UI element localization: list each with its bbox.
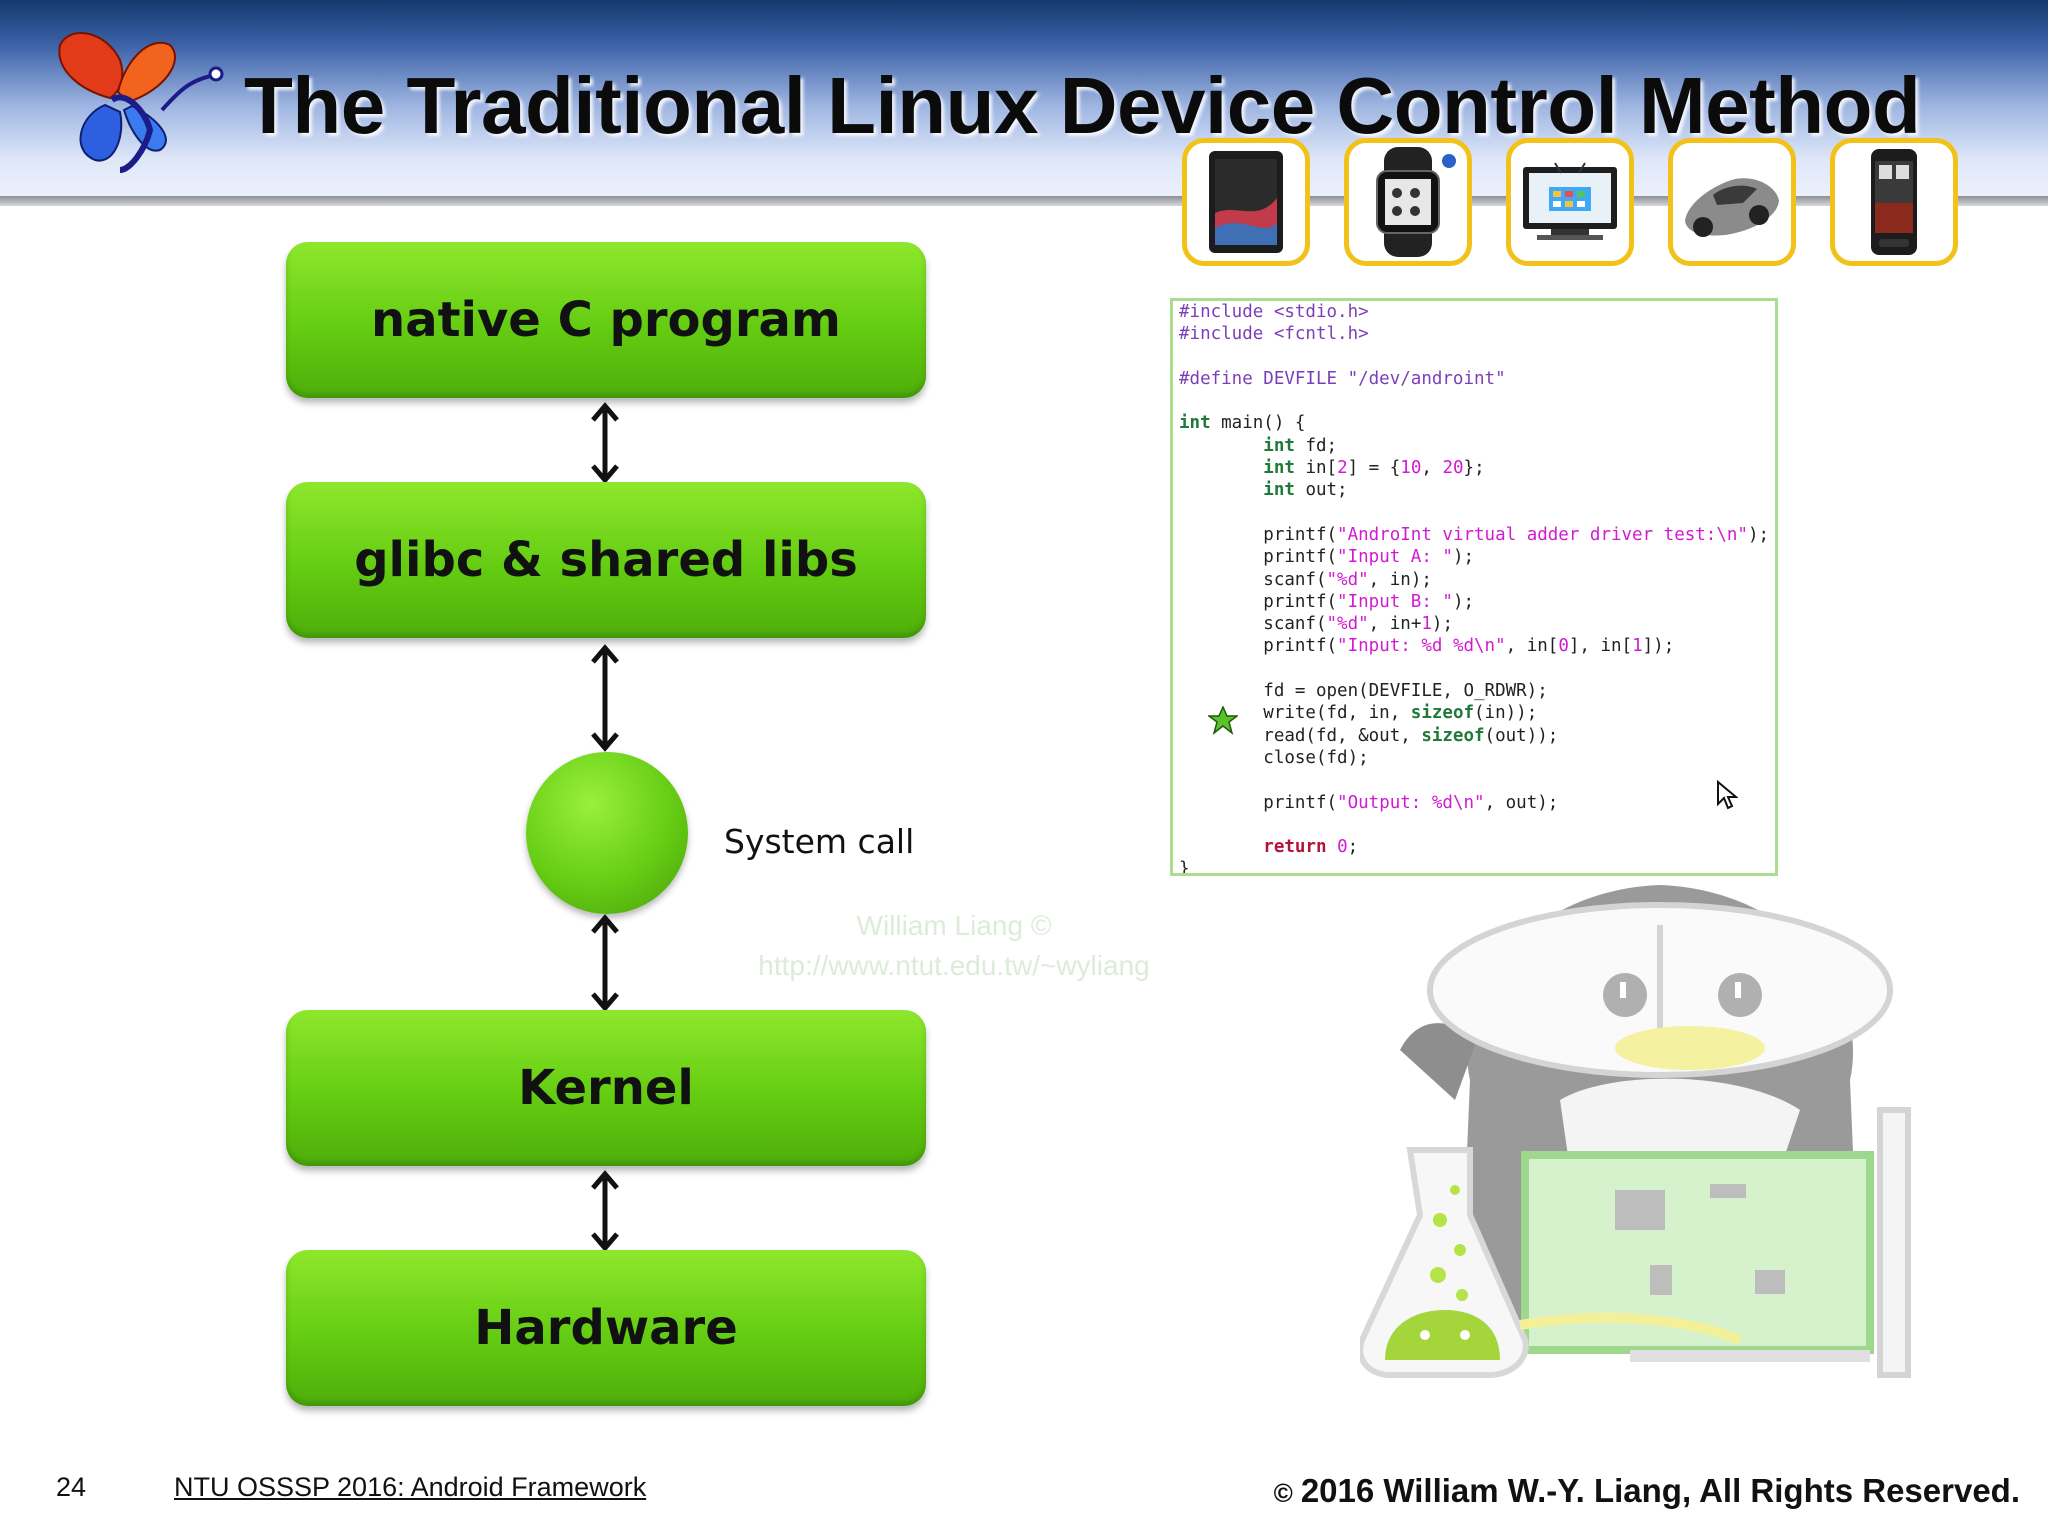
double-arrow-icon bbox=[580, 914, 630, 1012]
television-icon bbox=[1523, 162, 1617, 240]
layer-native-c-program: native C program bbox=[286, 242, 926, 398]
slide-title: The Traditional Linux Device Control Met… bbox=[244, 61, 1921, 150]
butterfly-logo-icon bbox=[50, 20, 225, 180]
device-tablet bbox=[1182, 138, 1310, 266]
tablet-icon bbox=[1209, 151, 1283, 253]
code-panel: #include <stdio.h> #include <fcntl.h> #d… bbox=[1170, 298, 1778, 876]
system-call-label: System call bbox=[724, 822, 915, 861]
copyright-symbol: © bbox=[1273, 1478, 1293, 1508]
layer-kernel: Kernel bbox=[286, 1010, 926, 1166]
header-divider bbox=[0, 196, 2048, 206]
watermark-url: http://www.ntut.edu.tw/~wyliang bbox=[758, 950, 1150, 981]
double-arrow-icon bbox=[580, 1170, 630, 1252]
double-arrow-icon bbox=[580, 644, 630, 752]
device-smartphone bbox=[1830, 138, 1958, 266]
course-name: NTU OSSSP 2016: Android Framework bbox=[174, 1472, 647, 1502]
mouse-cursor-icon bbox=[1716, 779, 1739, 810]
system-call-node bbox=[526, 752, 688, 914]
star-marker-icon bbox=[1206, 705, 1240, 736]
smartphone-icon bbox=[1871, 149, 1917, 255]
code-listing: #include <stdio.h> #include <fcntl.h> #d… bbox=[1179, 302, 1770, 876]
toy-car-icon bbox=[1685, 178, 1779, 237]
smartwatch-icon bbox=[1376, 147, 1456, 257]
layer-glibc-shared-libs: glibc & shared libs bbox=[286, 482, 926, 638]
copyright-notice: ©2016 William W.-Y. Liang, All Rights Re… bbox=[1274, 1472, 2020, 1510]
watermark: William Liang © http://www.ntut.edu.tw/~… bbox=[724, 906, 1184, 986]
page-number: 24 bbox=[56, 1472, 87, 1502]
penguin-illustration bbox=[1360, 870, 1960, 1390]
device-smartwatch bbox=[1344, 138, 1472, 266]
double-arrow-icon bbox=[580, 402, 630, 484]
device-toy-car bbox=[1668, 138, 1796, 266]
copyright-text: 2016 William W.-Y. Liang, All Rights Res… bbox=[1300, 1472, 2020, 1509]
watermark-name: William Liang © bbox=[856, 910, 1052, 941]
device-television bbox=[1506, 138, 1634, 266]
layer-hardware: Hardware bbox=[286, 1250, 926, 1406]
